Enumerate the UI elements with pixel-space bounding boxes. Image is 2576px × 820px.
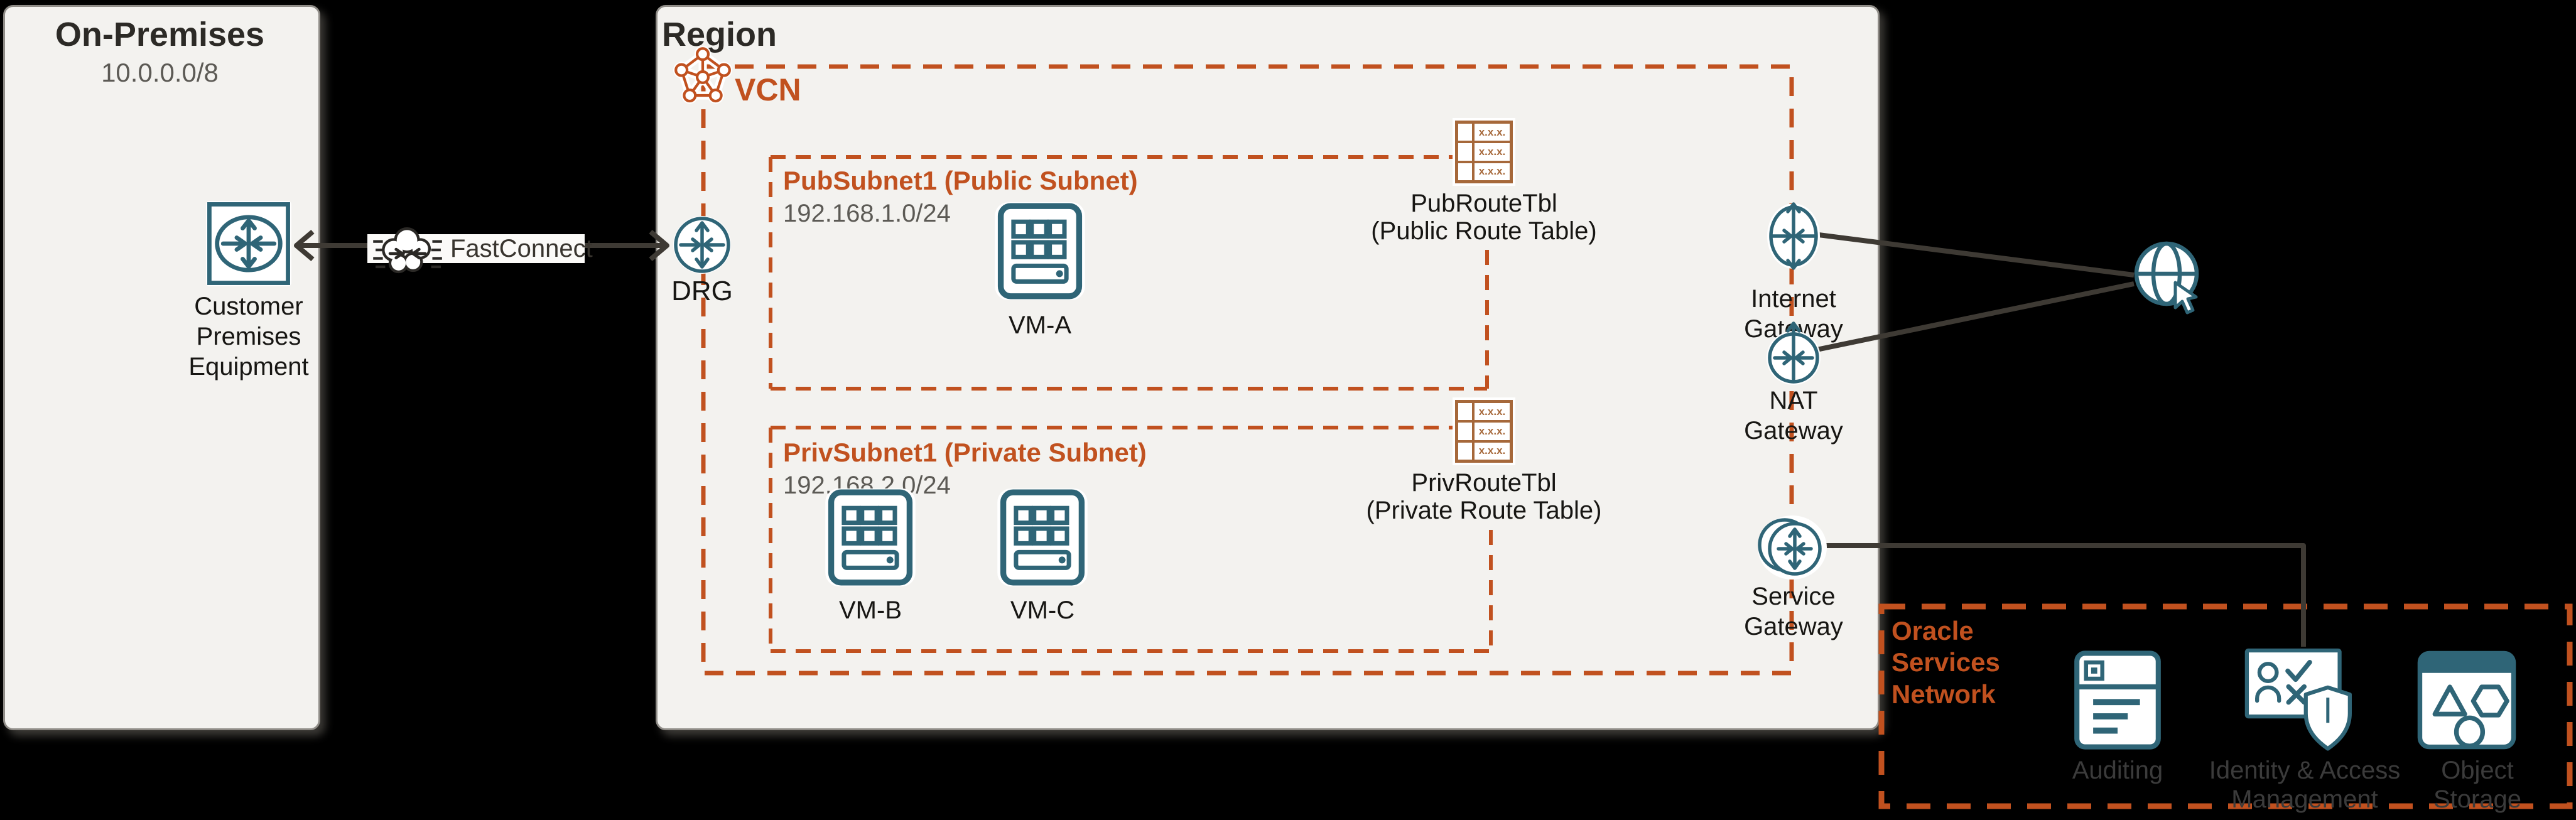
drg-label: DRG xyxy=(671,276,733,306)
region-title: Region xyxy=(662,16,777,53)
identity-access-management-icon xyxy=(2244,648,2352,751)
service-gateway-icon xyxy=(1758,515,1827,580)
region-box xyxy=(656,5,1880,730)
connection-lines xyxy=(294,229,2306,647)
vcn-icon xyxy=(673,46,732,104)
vm-a-icon xyxy=(995,202,1085,300)
route-entry: x.x.x. xyxy=(1478,405,1506,418)
arrowhead-right-icon xyxy=(649,229,669,262)
vm-c-icon xyxy=(997,488,1088,586)
pub-subnet-dashed-border xyxy=(769,155,1489,391)
route-table-cell-left xyxy=(1458,403,1475,421)
route-table-cell-left xyxy=(1458,423,1475,440)
vcn-label: VCN xyxy=(735,72,801,107)
cursor-icon xyxy=(2173,281,2198,315)
drg-icon xyxy=(673,216,731,274)
arrowhead-left-icon xyxy=(294,229,315,262)
route-entry: x.x.x. xyxy=(1478,126,1506,138)
internet-globe-icon xyxy=(2134,241,2199,315)
on-premises-cidr: 10.0.0.0/8 xyxy=(101,58,219,87)
route-entry: x.x.x. xyxy=(1478,424,1506,437)
priv-route-table-name: PrivRouteTbl xyxy=(1411,469,1557,497)
vm-a-label: VM-A xyxy=(1009,311,1071,339)
vm-c-label: VM-C xyxy=(1010,596,1075,624)
route-table-cell-left xyxy=(1458,124,1475,141)
pub-subnet-cidr: 192.168.1.0/24 xyxy=(783,200,951,227)
auditing-icon xyxy=(2074,650,2161,750)
pub-route-table-name: PubRouteTbl xyxy=(1410,190,1557,217)
nat-gateway-globe-line xyxy=(1813,281,2135,353)
route-entry: x.x.x. xyxy=(1478,165,1506,178)
on-premises-title: On-Premises xyxy=(55,16,265,53)
priv-subnet-dashed-border xyxy=(769,426,1493,653)
auditing-label: Auditing xyxy=(2072,757,2163,784)
route-entry: x.x.x. xyxy=(1478,145,1506,158)
service-gateway-label: Service Gateway xyxy=(1744,583,1843,640)
vm-b-icon xyxy=(825,488,916,586)
priv-route-table-icon: x.x.x. x.x.x. x.x.x. xyxy=(1455,400,1513,463)
osn-title: Oracle Services Network xyxy=(1891,616,2000,709)
nat-gateway-icon xyxy=(1767,321,1821,385)
route-entry: x.x.x. xyxy=(1478,445,1506,457)
osn-dashed-border xyxy=(1878,603,2573,809)
priv-subnet-title: PrivSubnet1 (Private Subnet) xyxy=(783,438,1147,467)
object-storage-label: Object Storage xyxy=(2433,757,2522,814)
pub-route-table-sub: (Public Route Table) xyxy=(1371,217,1597,245)
nat-gateway-label: NAT Gateway xyxy=(1744,387,1843,445)
fastconnect-cloud-icon xyxy=(373,227,442,274)
fastconnect-label: FastConnect xyxy=(450,234,593,262)
internet-gateway-globe-line xyxy=(1818,232,2135,278)
identity-access-management-label: Identity & Access Management xyxy=(2209,757,2401,814)
pub-route-table-icon: x.x.x. x.x.x. x.x.x. xyxy=(1455,121,1513,183)
customer-premises-equipment-icon xyxy=(206,201,291,286)
object-storage-icon xyxy=(2417,650,2516,750)
route-table-cell-left xyxy=(1458,163,1475,180)
priv-route-table-sub: (Private Route Table) xyxy=(1366,497,1602,524)
route-table-cell-left xyxy=(1458,442,1475,460)
service-gateway-osn-line xyxy=(1821,543,2306,647)
internet-gateway-icon xyxy=(1767,202,1820,270)
on-premises-box xyxy=(3,5,320,730)
vm-b-label: VM-B xyxy=(839,596,902,624)
pub-subnet-title: PubSubnet1 (Public Subnet) xyxy=(783,166,1138,195)
cpe-label: Customer Premises Equipment xyxy=(188,293,309,380)
route-table-cell-left xyxy=(1458,143,1475,161)
